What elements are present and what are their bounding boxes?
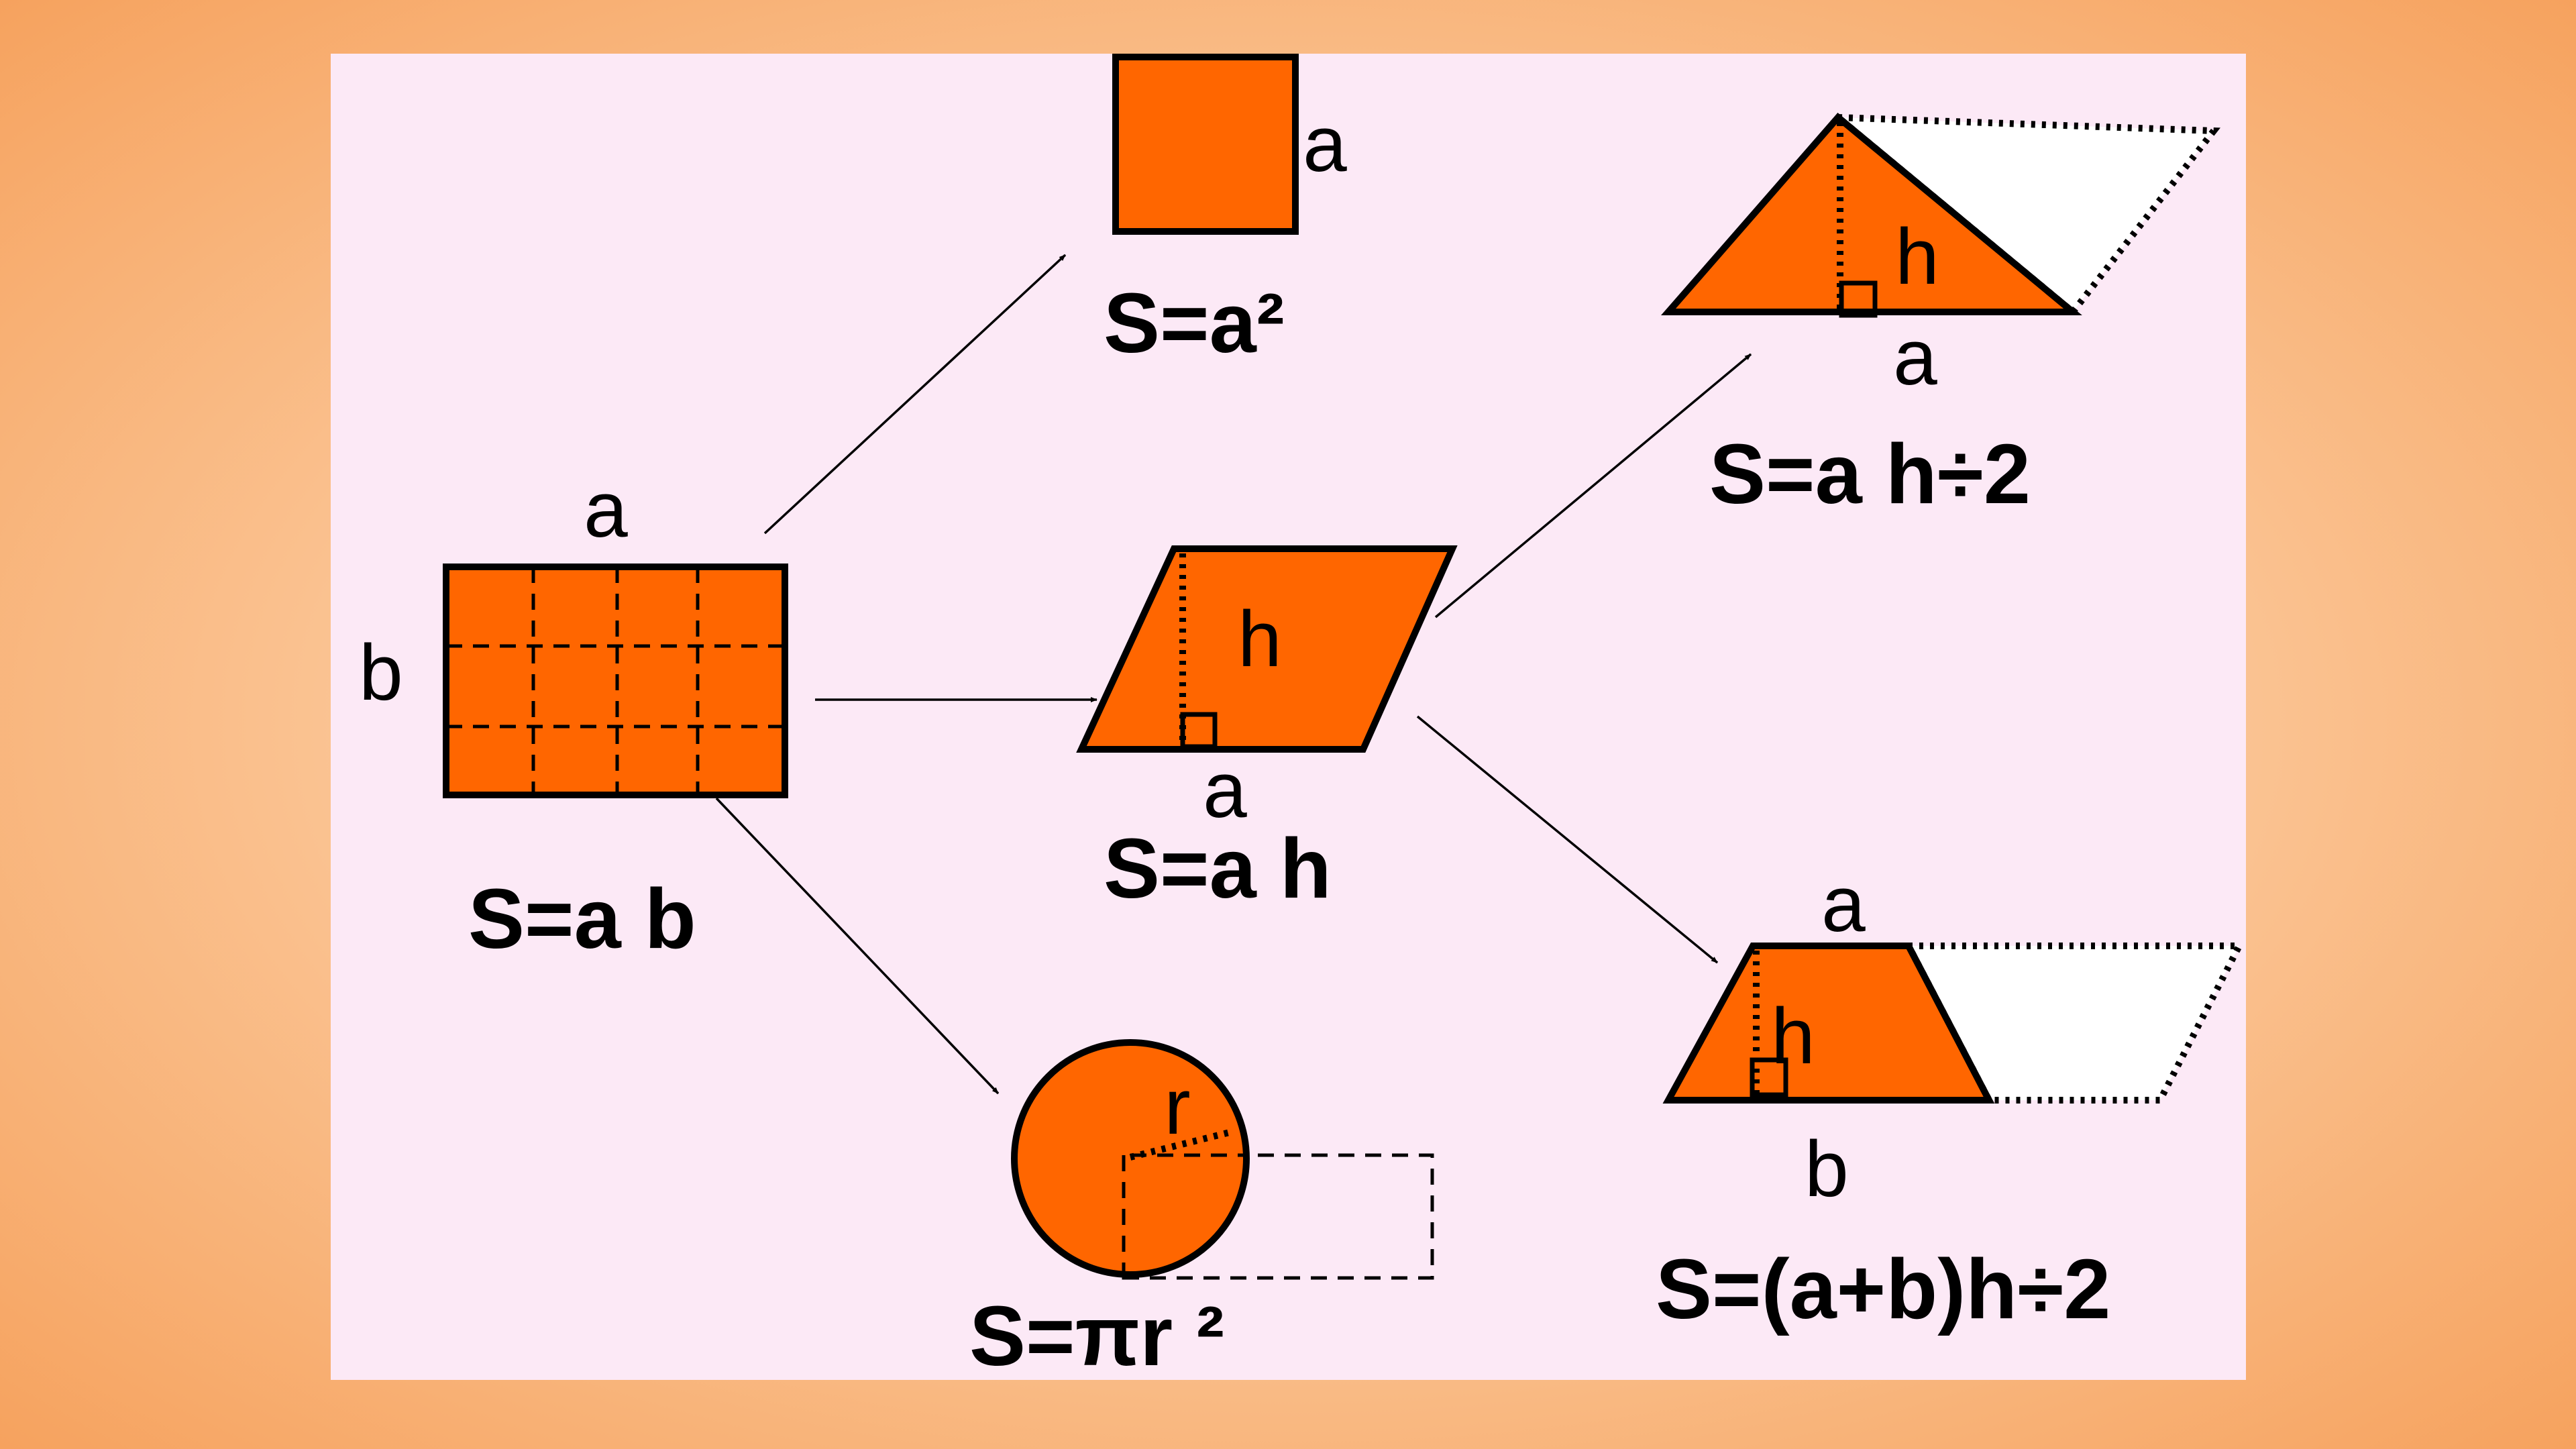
arrow-parallelogram-to-triangle: [1434, 353, 1752, 619]
circle-group: r S=πr ²: [969, 1039, 1434, 1383]
parallelogram-label-a: a: [1203, 746, 1247, 835]
trapezoid-shape: [1662, 943, 1995, 1104]
trapezoid-right-angle: [1750, 1057, 1788, 1097]
triangle-dotted-outline: [1828, 113, 2220, 317]
trapezoid-formula: S=(a+b)h÷2: [1656, 1242, 2110, 1336]
arrow-rectangle-to-square: [763, 254, 1067, 535]
square-label-a: a: [1303, 100, 1347, 189]
triangle-shape: [1661, 113, 2082, 315]
triangle-right-angle: [1839, 280, 1878, 318]
triangle-label-h: h: [1895, 213, 1939, 301]
circle-shape: [1011, 1039, 1250, 1278]
parallelogram-formula: S=a h: [1104, 821, 1332, 916]
trapezoid-label-a: a: [1821, 860, 1866, 949]
trapezoid-group: a h b S=(a+b)h÷2: [1656, 860, 2245, 1336]
square-group: a S=a²: [1104, 54, 1347, 370]
arrows: [715, 254, 1752, 1095]
arrow-rectangle-to-circle: [715, 797, 1000, 1095]
triangle-formula: S=a h÷2: [1709, 427, 2031, 521]
arrow-parallelogram-to-trapezoid: [1416, 715, 1719, 964]
triangle-label-a: a: [1893, 313, 1937, 402]
parallelogram-shape: [1076, 545, 1458, 753]
circle-label-r: r: [1164, 1063, 1190, 1151]
rectangle-grid-lines: [446, 567, 785, 795]
parallelogram-group: h a S=a h: [1076, 545, 1458, 916]
rectangle-group: a b S=a b: [359, 466, 788, 966]
triangle-group: h a S=a h÷2: [1661, 113, 2220, 521]
circle-formula: S=πr ²: [969, 1289, 1224, 1383]
square-shape: [1112, 54, 1299, 235]
rectangle-label-a: a: [584, 466, 628, 554]
trapezoid-label-h: h: [1771, 992, 1815, 1081]
parallelogram-label-h: h: [1238, 595, 1282, 684]
rectangle-formula: S=a b: [468, 871, 696, 966]
rectangle-label-b: b: [359, 629, 403, 717]
parallelogram-right-angle: [1180, 712, 1218, 749]
square-formula: S=a²: [1104, 276, 1285, 370]
trapezoid-label-b: b: [1805, 1125, 1849, 1214]
